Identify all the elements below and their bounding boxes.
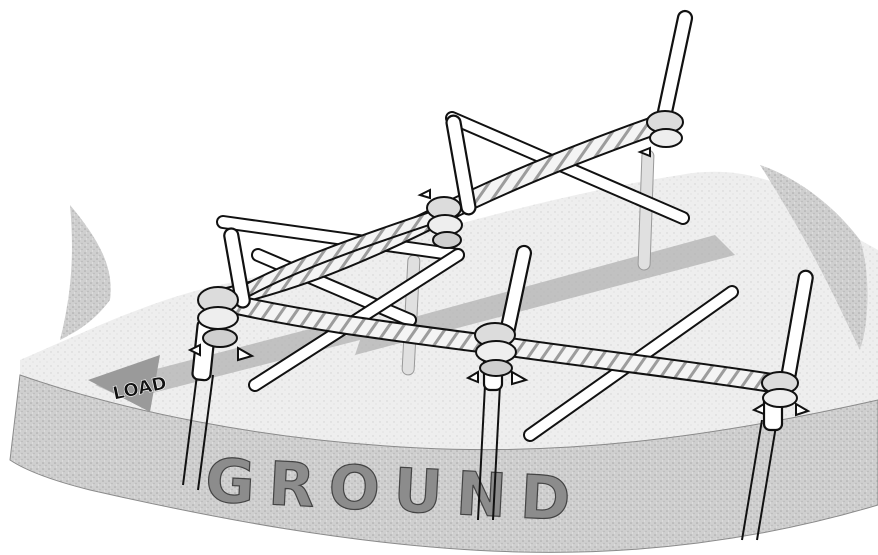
stake-right-back	[657, 10, 694, 121]
